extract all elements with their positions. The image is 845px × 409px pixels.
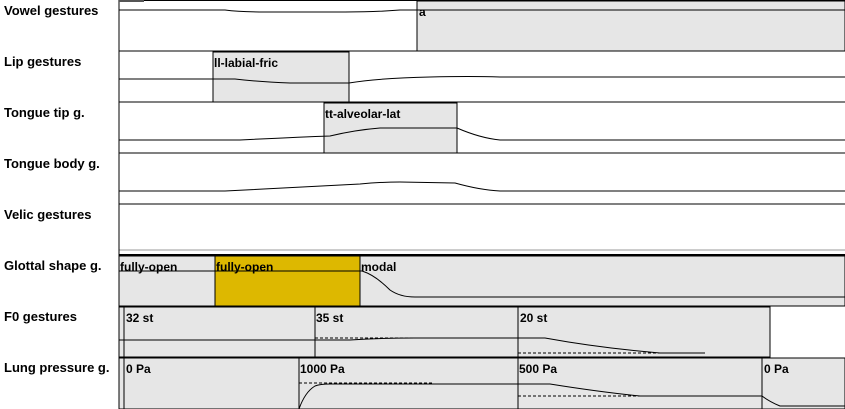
gesture-label: 0 Pa — [126, 362, 151, 376]
gesture-label: fully-open — [216, 260, 273, 274]
gesture-lung-pad — [118, 357, 125, 409]
tongue-body-trajectory — [119, 181, 845, 192]
tier-label-velic: Velic gestures — [4, 207, 92, 222]
vowel-trajectory — [119, 9, 845, 13]
gesture-label: ll-labial-fric — [214, 56, 278, 70]
gesture-label: 32 st — [126, 311, 153, 325]
gesture-label: tt-alveolar-lat — [325, 107, 400, 121]
tier-label-glottal: Glottal shape g. — [4, 258, 102, 273]
scroll-marker — [119, 0, 144, 2]
gesture-label: 500 Pa — [519, 362, 557, 376]
gesture-label: 20 st — [520, 311, 547, 325]
lung-trajectory — [298, 383, 845, 409]
glottal-trajectory — [119, 270, 845, 298]
tier-label-tongue-tip: Tongue tip g. — [4, 105, 85, 120]
gesture-glottal-modal[interactable] — [359, 255, 845, 307]
f0-trajectory — [119, 337, 705, 354]
gesture-label: 35 st — [316, 311, 343, 325]
gesture-label: 1000 Pa — [300, 362, 345, 376]
tier-label-vowel: Vowel gestures — [4, 3, 99, 18]
gesture-label: a — [419, 5, 426, 19]
tier-label-f0: F0 gestures — [4, 309, 77, 324]
gesture-lip-labial-fric[interactable] — [212, 51, 350, 103]
gesture-label: modal — [361, 260, 396, 274]
tier-label-lung: Lung pressure g. — [4, 360, 110, 375]
tongue-tip-trajectory — [119, 127, 845, 141]
tier-label-tongue-body: Tongue body g. — [4, 156, 100, 171]
gesture-f0-32st[interactable] — [123, 306, 316, 358]
gesture-lung-500pa[interactable] — [517, 357, 763, 409]
gesture-f0-35st[interactable] — [314, 306, 519, 358]
lip-trajectory — [119, 76, 845, 84]
gesture-label: 0 Pa — [764, 362, 789, 376]
gesture-lung-0pa[interactable] — [123, 357, 300, 409]
tier-label-lip: Lip gestures — [4, 54, 82, 69]
gesture-label: fully-open — [120, 260, 177, 274]
gesture-vowel-a[interactable] — [416, 0, 845, 52]
gesture-f0-pad — [118, 306, 125, 358]
gesture-lung-0pa-end[interactable] — [761, 357, 845, 409]
gesture-f0-20st[interactable] — [517, 306, 771, 358]
